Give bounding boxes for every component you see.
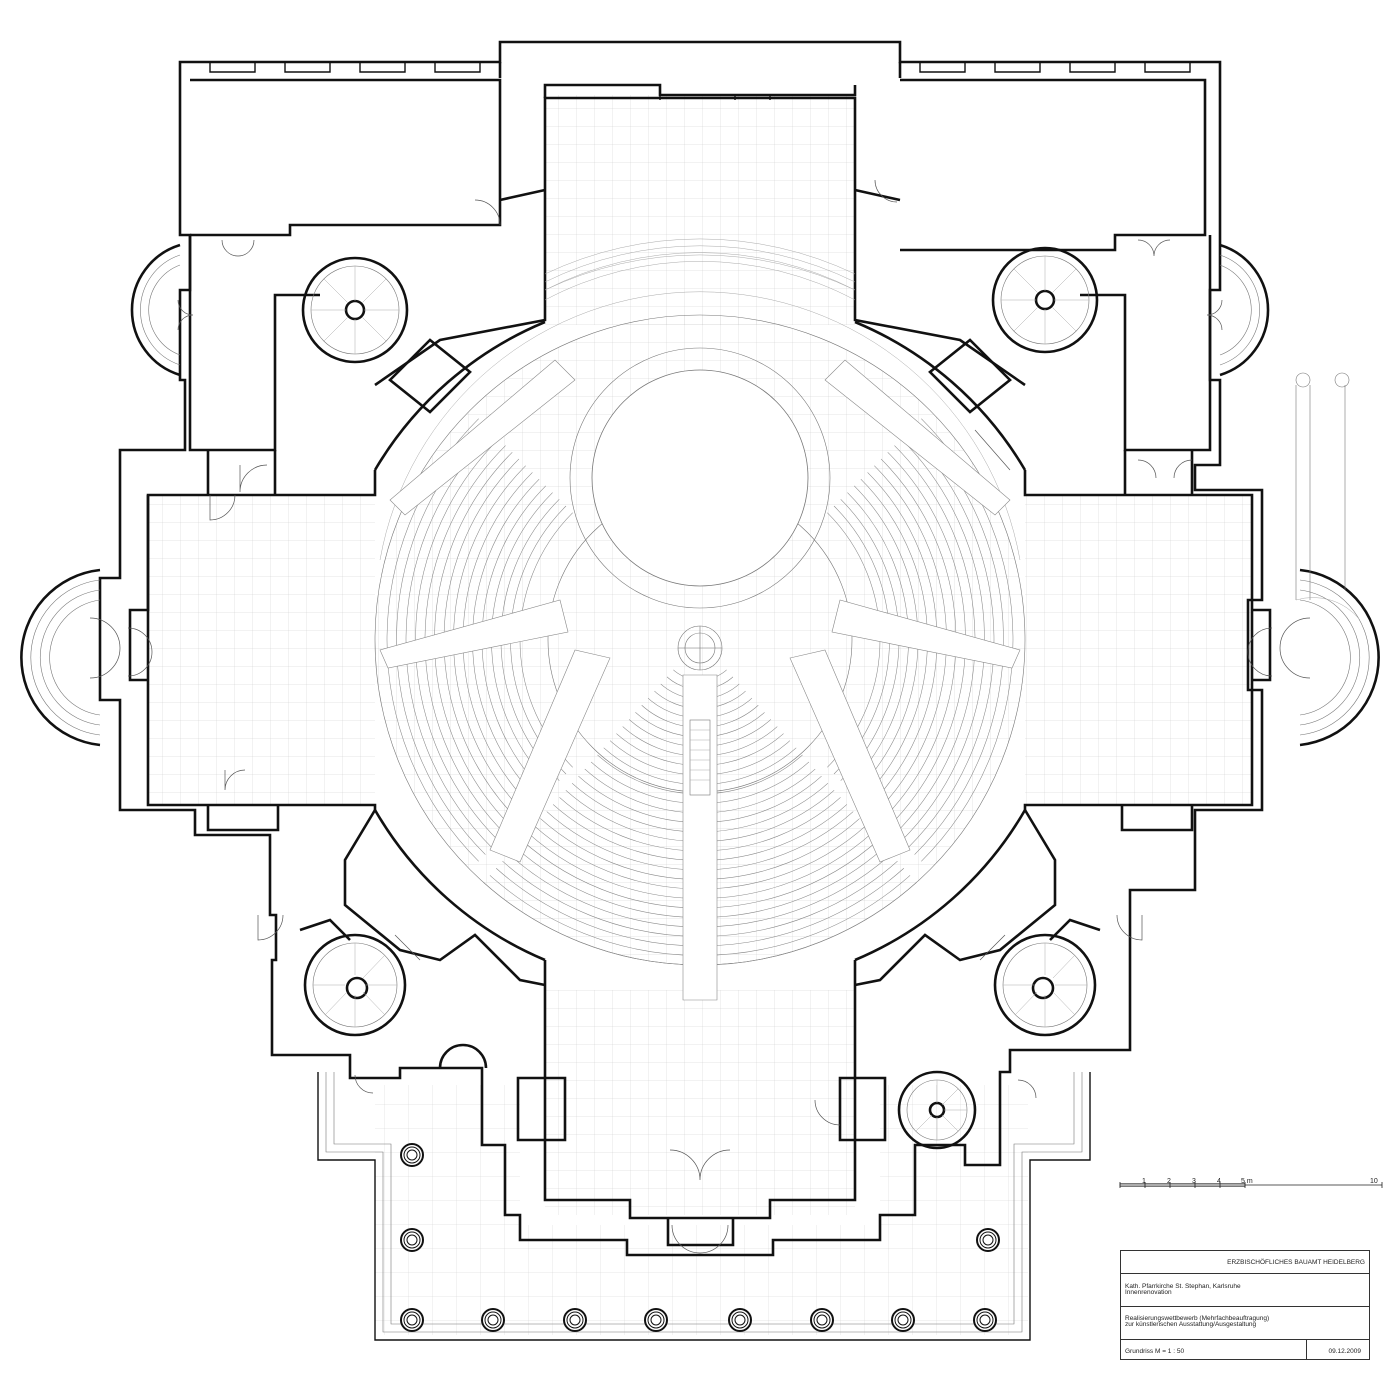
spiral-stair-s bbox=[897, 1070, 977, 1150]
east-ramp bbox=[1295, 372, 1361, 621]
scale-label-4: 4 bbox=[1217, 1178, 1221, 1185]
column bbox=[976, 1311, 994, 1329]
project-name: Kath. Pfarrkirche St. Stephan, Karlsruhe bbox=[1125, 1283, 1241, 1290]
column bbox=[650, 1314, 662, 1326]
column bbox=[569, 1314, 581, 1326]
spiral-stair-se bbox=[993, 918, 1101, 1037]
pew-row bbox=[396, 336, 700, 944]
column bbox=[647, 1311, 665, 1329]
sheet-scale: Grundriss M = 1 : 50 bbox=[1125, 1348, 1185, 1355]
pew-row bbox=[700, 345, 995, 935]
column bbox=[894, 1311, 912, 1329]
windows bbox=[209, 62, 1191, 100]
spiral-stair-nw bbox=[301, 256, 409, 364]
column bbox=[982, 1234, 994, 1246]
column bbox=[403, 1311, 421, 1329]
column bbox=[734, 1314, 746, 1326]
competition-title: Realisierungswettbewerb (Mehrfachbeauftr… bbox=[1125, 1315, 1270, 1322]
office-name: ERZBISCHÖFLICHES BAUAMT HEIDELBERG bbox=[1227, 1259, 1365, 1266]
spiral-stair-ne bbox=[991, 246, 1099, 354]
apse-nw bbox=[130, 243, 181, 377]
title-divider bbox=[1121, 1339, 1369, 1340]
portico-columns bbox=[400, 1143, 1000, 1332]
column bbox=[731, 1311, 749, 1329]
title-divider bbox=[1121, 1306, 1369, 1307]
column bbox=[403, 1231, 421, 1249]
column bbox=[406, 1314, 418, 1326]
scale-label-5m: 5 m bbox=[1241, 1178, 1253, 1185]
column bbox=[406, 1149, 418, 1161]
column bbox=[813, 1311, 831, 1329]
scale-bar-graphic bbox=[1119, 1182, 1383, 1188]
title-divider bbox=[1121, 1273, 1369, 1274]
drawing-date: 09.12.2009 bbox=[1328, 1348, 1361, 1355]
pew-row bbox=[700, 326, 1014, 954]
stair-bay-s-west bbox=[438, 1043, 488, 1069]
interior-walls bbox=[128, 78, 1272, 1247]
project-subtitle: Innenrenovation bbox=[1125, 1289, 1172, 1296]
column bbox=[403, 1146, 421, 1164]
pew-row bbox=[700, 336, 1004, 944]
scale-bar: 1 2 3 4 5 m 10 bbox=[1120, 1178, 1382, 1198]
doors bbox=[89, 179, 1311, 1254]
column bbox=[897, 1314, 909, 1326]
title-divider-vertical bbox=[1306, 1339, 1307, 1359]
column bbox=[484, 1311, 502, 1329]
pew-row bbox=[405, 345, 700, 935]
chancel-steps bbox=[544, 238, 856, 301]
column bbox=[487, 1314, 499, 1326]
aisles bbox=[379, 359, 1021, 1001]
scale-label-3: 3 bbox=[1192, 1178, 1196, 1185]
forecourt bbox=[317, 1072, 1091, 1341]
apse-west bbox=[20, 568, 101, 747]
pew-row bbox=[386, 326, 700, 954]
title-block: ERZBISCHÖFLICHES BAUAMT HEIDELBERG Kath.… bbox=[1120, 1250, 1370, 1360]
apse-east bbox=[1299, 568, 1380, 747]
column bbox=[816, 1314, 828, 1326]
spiral-stair-sw bbox=[299, 918, 407, 1037]
central-drum bbox=[374, 254, 1026, 966]
column bbox=[566, 1311, 584, 1329]
scale-label-1: 1 bbox=[1142, 1178, 1146, 1185]
apse-ne bbox=[1219, 243, 1270, 377]
column bbox=[979, 1314, 991, 1326]
competition-subtitle: zur künstlerischen Ausstattung/Ausgestal… bbox=[1125, 1321, 1257, 1328]
exterior-walls bbox=[98, 40, 1264, 1257]
column bbox=[406, 1234, 418, 1246]
scale-label-10: 10 bbox=[1370, 1178, 1378, 1185]
column bbox=[979, 1231, 997, 1249]
scale-label-2: 2 bbox=[1167, 1178, 1171, 1185]
